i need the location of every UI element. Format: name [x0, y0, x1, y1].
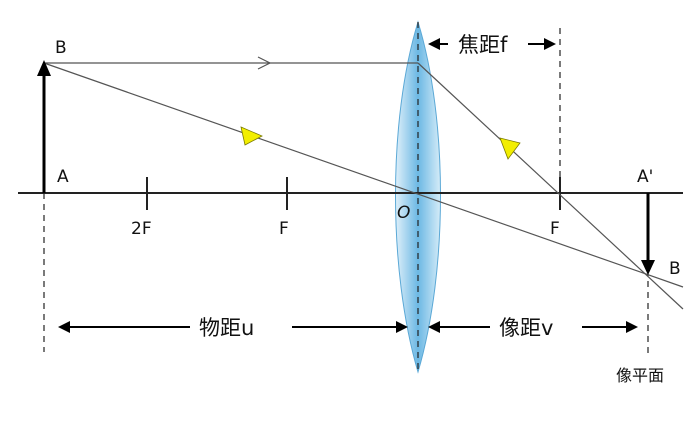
refracted-ray-direction-arrow	[499, 137, 521, 160]
central-ray-direction-arrow	[240, 126, 263, 146]
image-arrow-head	[641, 260, 655, 275]
focal-length-arrow-right-head	[544, 38, 556, 50]
image-tip-label: B	[669, 259, 681, 279]
image-distance-arrow-left-head	[428, 321, 440, 333]
object-distance-arrow-right-head	[396, 321, 408, 333]
focal-length-label: 焦距f	[458, 33, 508, 57]
object-top-label: B	[55, 38, 67, 58]
image-plane-label: 像平面	[616, 366, 664, 385]
refracted-ray	[417, 62, 684, 310]
object-distance-arrow-left-head	[58, 321, 70, 333]
focal-right-label: F	[550, 219, 560, 239]
object-distance-label: 物距u	[199, 316, 254, 340]
image-top-label: A'	[637, 167, 653, 187]
center-label: O	[397, 203, 410, 223]
image-distance-label: 像距v	[499, 316, 553, 340]
central-ray	[43, 62, 684, 288]
two-f-label: 2F	[131, 219, 152, 239]
image-distance-arrow-right-head	[626, 321, 638, 333]
object-arrow-head	[37, 60, 51, 76]
focal-length-arrow-left-head	[428, 38, 440, 50]
object-base-label: A	[57, 167, 69, 187]
convex-lens	[395, 20, 441, 374]
parallel-ray-arrow	[257, 56, 272, 70]
focal-left-label: F	[279, 219, 289, 239]
